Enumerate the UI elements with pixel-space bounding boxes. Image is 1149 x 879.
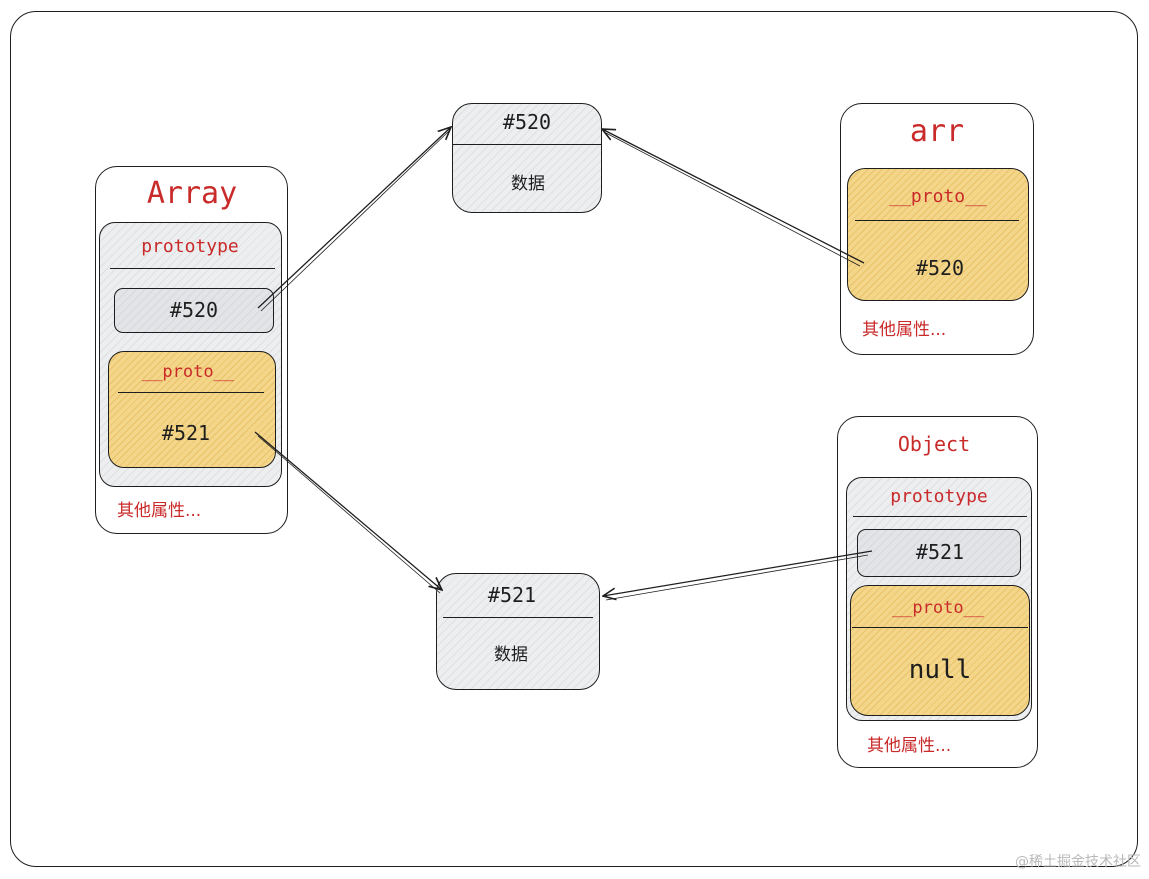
object-proto-section <box>850 585 1030 716</box>
object-other-props: 其他属性... <box>867 736 952 756</box>
watermark: @稀土掘金技术社区 <box>1015 854 1141 870</box>
memory-521-address: #521 <box>487 583 537 607</box>
arr-proto-divider <box>855 220 1019 221</box>
arr-proto-label: __proto__ <box>889 186 987 207</box>
array-prototype-value-box <box>114 288 274 333</box>
array-proto-divider <box>118 392 264 393</box>
object-prototype-value: #521 <box>915 540 965 564</box>
memory-block-521 <box>436 573 600 690</box>
object-proto-divider <box>852 627 1028 628</box>
memory-520-content: 数据 <box>511 174 545 194</box>
array-prototype-label: prototype <box>141 236 239 257</box>
arr-proto-section <box>847 168 1029 301</box>
diagram-frame <box>10 11 1138 867</box>
arr-other-props: 其他属性... <box>862 320 947 340</box>
object-prototype-label: prototype <box>890 486 988 507</box>
memory-block-520 <box>452 103 602 213</box>
object-prototype-value-box <box>857 529 1021 577</box>
memory-520-divider <box>453 144 601 145</box>
arr-title: arr <box>909 114 965 149</box>
array-other-props: 其他属性... <box>117 501 202 521</box>
memory-521-content: 数据 <box>494 645 528 665</box>
object-proto-label: __proto__ <box>891 598 985 618</box>
array-proto-section <box>108 351 276 468</box>
array-title: Array <box>146 176 238 211</box>
array-prototype-divider <box>110 268 275 269</box>
object-title: Object <box>897 432 971 456</box>
array-proto-label: __proto__ <box>141 362 235 382</box>
object-proto-value: null <box>908 655 972 685</box>
object-prototype-divider <box>853 516 1027 517</box>
array-prototype-value: #520 <box>169 298 219 322</box>
memory-520-address: #520 <box>502 110 552 134</box>
array-proto-value: #521 <box>161 421 211 445</box>
memory-521-divider <box>443 617 593 618</box>
arr-proto-value: #520 <box>915 256 965 280</box>
